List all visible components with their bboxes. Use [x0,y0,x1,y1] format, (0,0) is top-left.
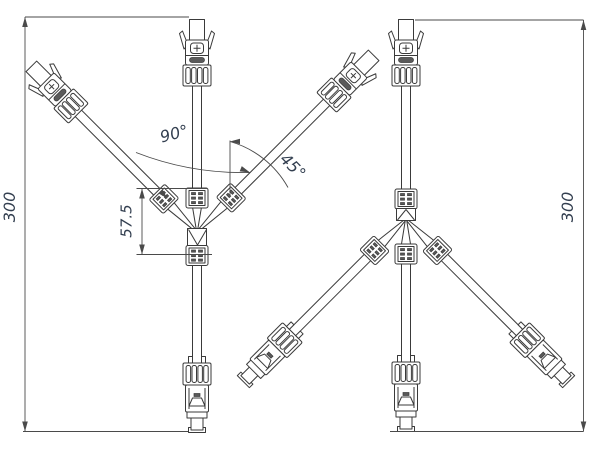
dim-right-height-label: 300 [558,192,577,223]
male-connector-bottom-center [391,355,421,432]
arrowhead [139,244,145,255]
crimp-block [185,245,209,266]
crimp-block [185,187,209,209]
cable-top-right-assembly [401,83,411,192]
arrowhead [22,17,28,27]
dim-left-height-label: 300 [0,192,19,223]
dimension-right-height: 300 [390,19,587,432]
branch-lower-left [232,219,406,393]
dimension-left-height: 300 [0,16,189,432]
arrowhead [580,20,587,30]
cable-top-center-left-assembly [192,83,202,191]
crimp-block [394,188,418,210]
dimension-junction-offset: 57.5 [118,188,212,255]
cable-bottom-center-right-assembly [401,262,411,363]
right-assembly [232,19,580,432]
arrowhead [580,421,587,432]
cable-bottom-left-assembly [192,263,202,364]
y-junction-right-assembly [396,208,416,221]
female-connector-top-right-assembly [388,19,424,87]
crimp-block [394,243,418,265]
branch-lower-right [406,219,580,393]
arrowhead [139,188,145,199]
arrowhead [22,421,28,432]
left-assembly [18,19,387,433]
male-connector-bottom [182,356,212,433]
dim-branch-angle-label: 90° [158,121,190,147]
y-junction-left-assembly [185,228,209,266]
female-connector-top [179,19,215,87]
branch-upper-right [197,42,387,232]
branch-upper-left [18,53,197,232]
dim-junction-offset-label: 57.5 [118,204,136,237]
